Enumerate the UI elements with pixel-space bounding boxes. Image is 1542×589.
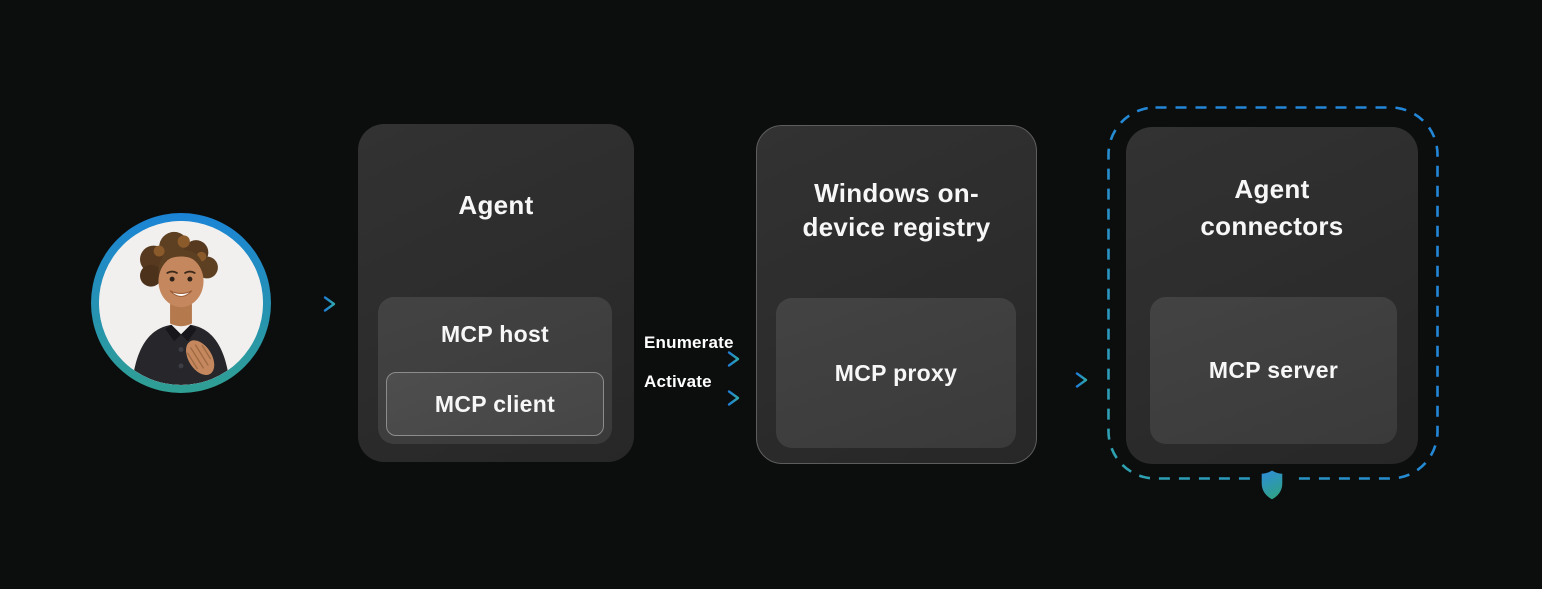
arrow-user-to-agent — [283, 296, 336, 312]
shield-icon — [1252, 466, 1292, 504]
agent-node: Agent MCP host MCP client — [358, 124, 634, 462]
user-avatar-photo — [99, 221, 263, 385]
mcp-host-box: MCP host MCP client — [378, 297, 612, 444]
connectors-title: Agent connectors — [1200, 174, 1344, 241]
mcp-client-label: MCP client — [434, 390, 556, 417]
connectors-node: Agent connectors MCP server — [1126, 127, 1418, 464]
user-portrait-icon — [99, 221, 263, 385]
security-boundary — [1107, 106, 1439, 480]
agent-title: Agent — [458, 190, 534, 220]
mcp-host-label: MCP host — [440, 321, 550, 347]
mcp-server-label: MCP server — [1208, 357, 1339, 383]
activate-label: Activate — [644, 372, 712, 391]
registry-node: Windows on- device registry MCP proxy — [756, 125, 1037, 464]
mcp-server-box: MCP server — [1150, 297, 1397, 444]
enumerate-label: Enumerate — [644, 333, 734, 352]
arrow-enumerate — [639, 351, 740, 367]
mcp-proxy-label: MCP proxy — [834, 359, 958, 386]
mcp-proxy-box: MCP proxy — [776, 298, 1016, 448]
arrow-registry-to-connectors — [1041, 372, 1088, 388]
mcp-client-box: MCP client — [386, 372, 604, 436]
arrow-activate — [639, 390, 740, 406]
user-avatar — [91, 213, 271, 393]
registry-title: Windows on- device registry — [802, 178, 991, 242]
